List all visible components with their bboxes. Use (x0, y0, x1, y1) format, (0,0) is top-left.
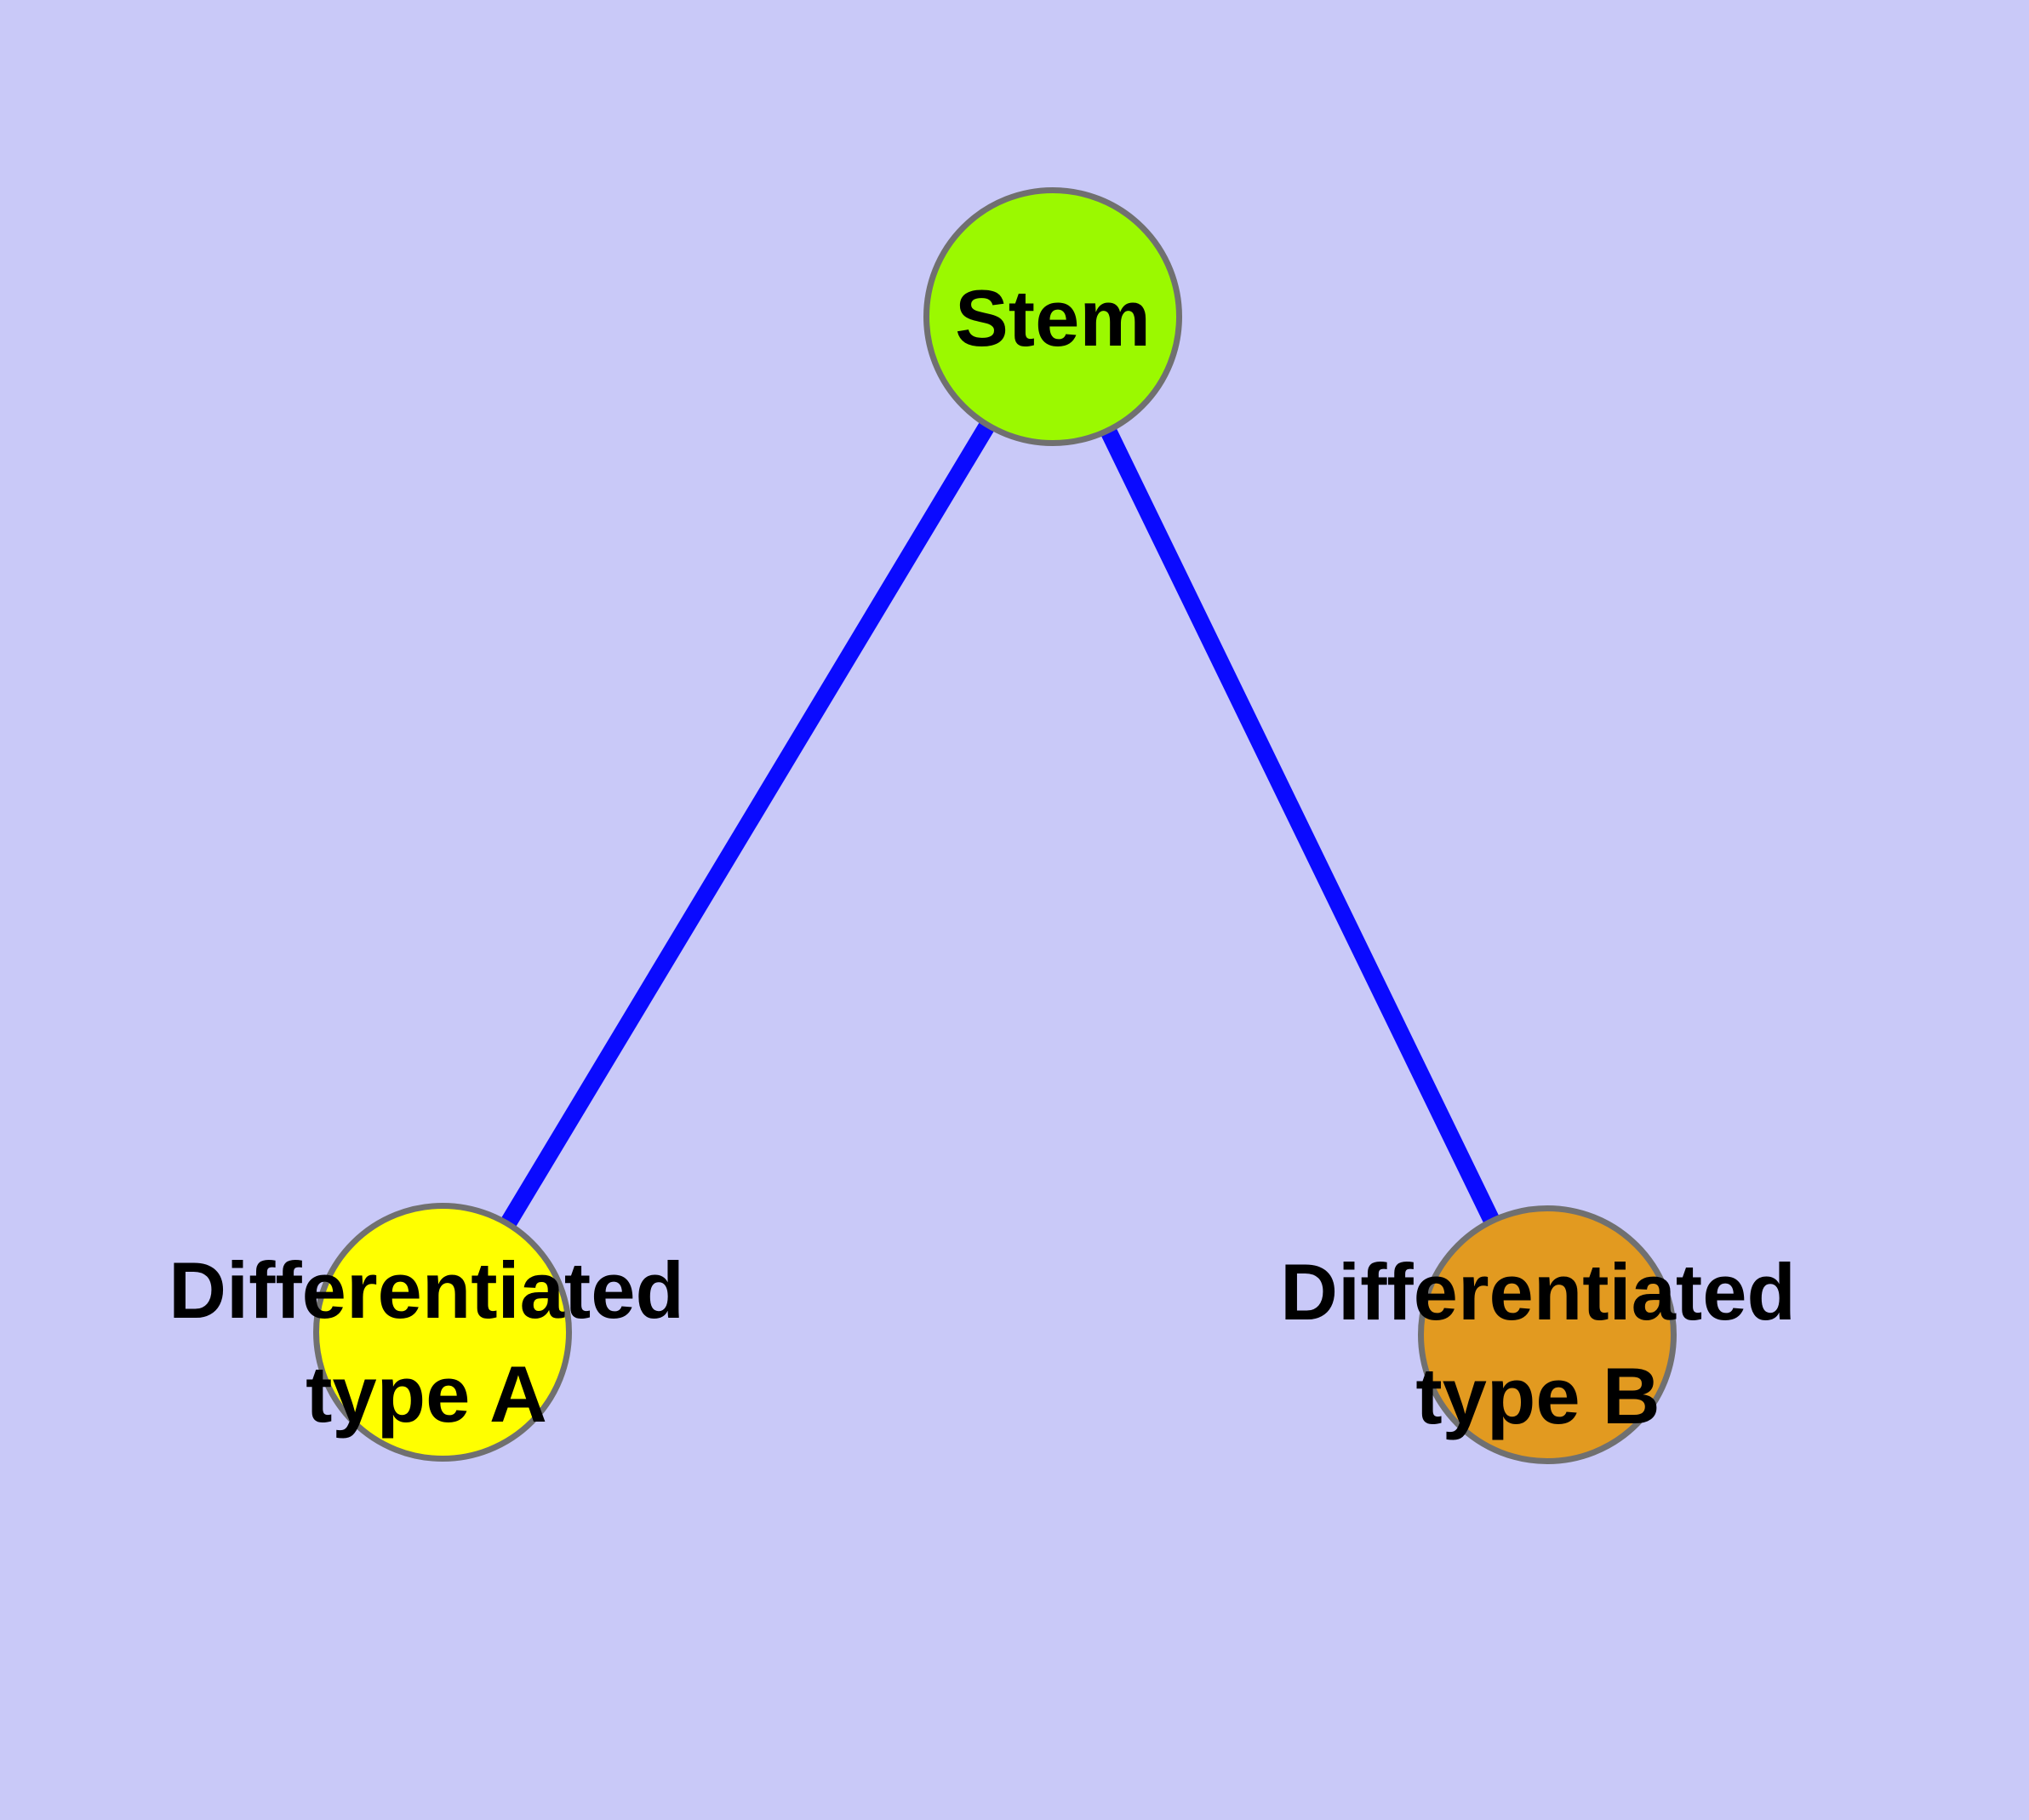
node-differentiated-type-a (313, 1203, 572, 1462)
node-differentiated-type-b (1418, 1205, 1677, 1464)
node-differentiated-type-b-label: Differentiated type B (1280, 1246, 1796, 1440)
node-stem (923, 187, 1182, 446)
node-stem-label: Stem (955, 272, 1151, 363)
edge-stem-to-type-a (435, 312, 1060, 1337)
edge-stem-to-type-b (1045, 312, 1555, 1339)
node-differentiated-type-a-label: Differentiated type A (169, 1245, 684, 1439)
